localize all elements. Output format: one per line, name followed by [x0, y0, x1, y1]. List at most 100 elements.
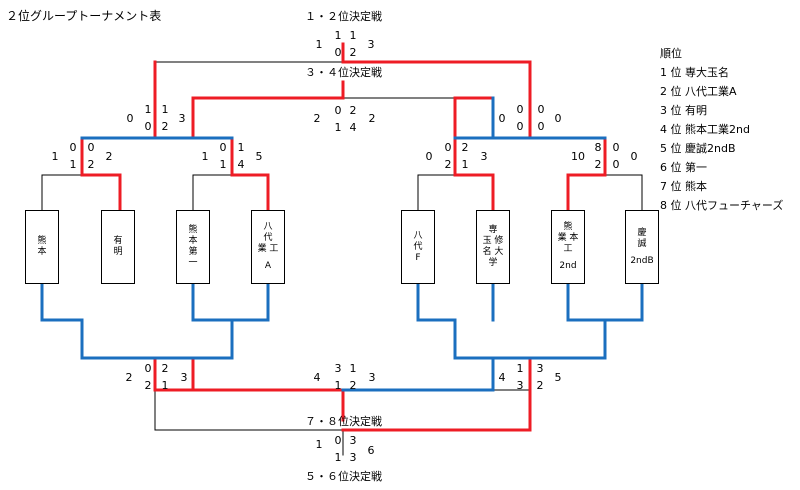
score: 3 — [536, 362, 544, 375]
standings-list: 順位 1 位 専大玉名 2 位 八代工業A 3 位 有明 4 位 熊本工業2nd… — [660, 44, 783, 215]
standings-row: 7 位 熊本 — [660, 180, 707, 193]
team-name: 専 — [488, 225, 498, 235]
team-name: 有 — [113, 236, 123, 246]
team-name: 玉 修 — [482, 236, 504, 246]
team-name: F — [415, 252, 421, 263]
score: 1 — [51, 150, 59, 163]
team-name: 本 — [37, 247, 47, 257]
score: 2 — [313, 112, 321, 125]
team-name: 熊 — [188, 225, 198, 235]
team-name: 誠 — [637, 238, 647, 249]
score: 3 — [349, 451, 357, 464]
score: 2 — [105, 150, 113, 163]
score: 0 — [516, 103, 524, 116]
score: 0 — [334, 434, 342, 447]
score: 3 — [349, 434, 357, 447]
score: 2 — [144, 379, 152, 392]
score: 3 — [480, 150, 488, 163]
team-name: 代 — [413, 241, 423, 252]
team-name: 工 — [563, 244, 573, 254]
score: 2 — [125, 371, 133, 384]
score: 2 — [461, 141, 469, 154]
team-name: 一 — [188, 258, 198, 268]
score: 0 — [144, 120, 152, 133]
score: 0 — [498, 112, 506, 125]
team-name: 名 大 — [482, 247, 504, 257]
score: 4 — [498, 371, 506, 384]
score: 2 — [161, 120, 169, 133]
team-name: 慶 — [637, 227, 647, 238]
score: 0 — [444, 141, 452, 154]
score: 8 — [594, 141, 602, 154]
score: 2 — [444, 158, 452, 171]
team-box: 慶 誠 2ndB — [625, 210, 659, 284]
standings-row: 4 位 熊本工業2nd — [660, 123, 750, 136]
seventh-place-label: ７・８位決定戦 — [305, 415, 382, 428]
third-place-label: ３・４位決定戦 — [305, 66, 382, 79]
score: 2 — [87, 158, 95, 171]
score: 0 — [537, 103, 545, 116]
score: 0 — [126, 112, 134, 125]
team-name: 学 — [488, 258, 498, 268]
team-box: 熊 本 — [25, 210, 59, 284]
score: 0 — [425, 150, 433, 163]
fifth-place-label: ５・６位決定戦 — [305, 470, 382, 483]
score: 2 — [161, 362, 169, 375]
standings-row: 5 位 慶誠2ndB — [660, 142, 736, 155]
team-suffix: 2ndB — [630, 255, 654, 266]
team-suffix: A — [264, 261, 272, 271]
team-name: 本 — [188, 236, 198, 246]
score: 0 — [334, 104, 342, 117]
score: 1 — [219, 158, 227, 171]
score: 4 — [313, 371, 321, 384]
score: 3 — [334, 362, 342, 375]
score: 2 — [594, 158, 602, 171]
team-name: 八 — [413, 230, 423, 241]
score: 0 — [219, 141, 227, 154]
score: 2 — [349, 46, 357, 59]
score: 1 — [461, 158, 469, 171]
score: 1 — [237, 141, 245, 154]
team-name: 熊 — [37, 236, 47, 246]
team-box: 熊 本 第 一 — [176, 210, 210, 284]
score: 1 — [315, 438, 323, 451]
standings-row: 1 位 専大玉名 — [660, 66, 729, 79]
score: 0 — [612, 158, 620, 171]
score: 4 — [349, 121, 357, 134]
standings-row: 6 位 第一 — [660, 161, 707, 174]
score: 0 — [537, 120, 545, 133]
team-name: 業 本 — [557, 233, 579, 243]
team-name: 八 — [263, 222, 273, 232]
score: 1 — [161, 379, 169, 392]
score: 3 — [367, 38, 375, 51]
score: 0 — [554, 112, 562, 125]
score: 2 — [349, 104, 357, 117]
score: 0 — [630, 150, 638, 163]
score: 1 — [516, 362, 524, 375]
final-label: １・２位決定戦 — [305, 10, 382, 23]
score: 0 — [334, 46, 342, 59]
score: 3 — [516, 379, 524, 392]
team-box: 熊 業 本 工 2nd — [551, 210, 585, 284]
score: 1 — [334, 451, 342, 464]
team-box: 有 明 — [101, 210, 135, 284]
score: 3 — [368, 371, 376, 384]
score: 0 — [87, 141, 95, 154]
team-name: 明 — [113, 247, 123, 257]
team-name: 代 — [263, 233, 273, 243]
score: 6 — [367, 444, 375, 457]
standings-row: 8 位 八代フューチャーズ — [660, 199, 784, 212]
score: 0 — [144, 362, 152, 375]
score: 1 — [349, 29, 357, 42]
score: 1 — [201, 150, 209, 163]
score: 1 — [334, 121, 342, 134]
team-name: 第 — [188, 247, 198, 257]
team-box: 八 代 F — [401, 210, 435, 284]
team-box: 専 玉 修 名 大 学 — [476, 210, 510, 284]
score: 2 — [536, 379, 544, 392]
team-suffix: 2nd — [559, 261, 577, 271]
score: 1 — [161, 103, 169, 116]
score: 0 — [516, 120, 524, 133]
